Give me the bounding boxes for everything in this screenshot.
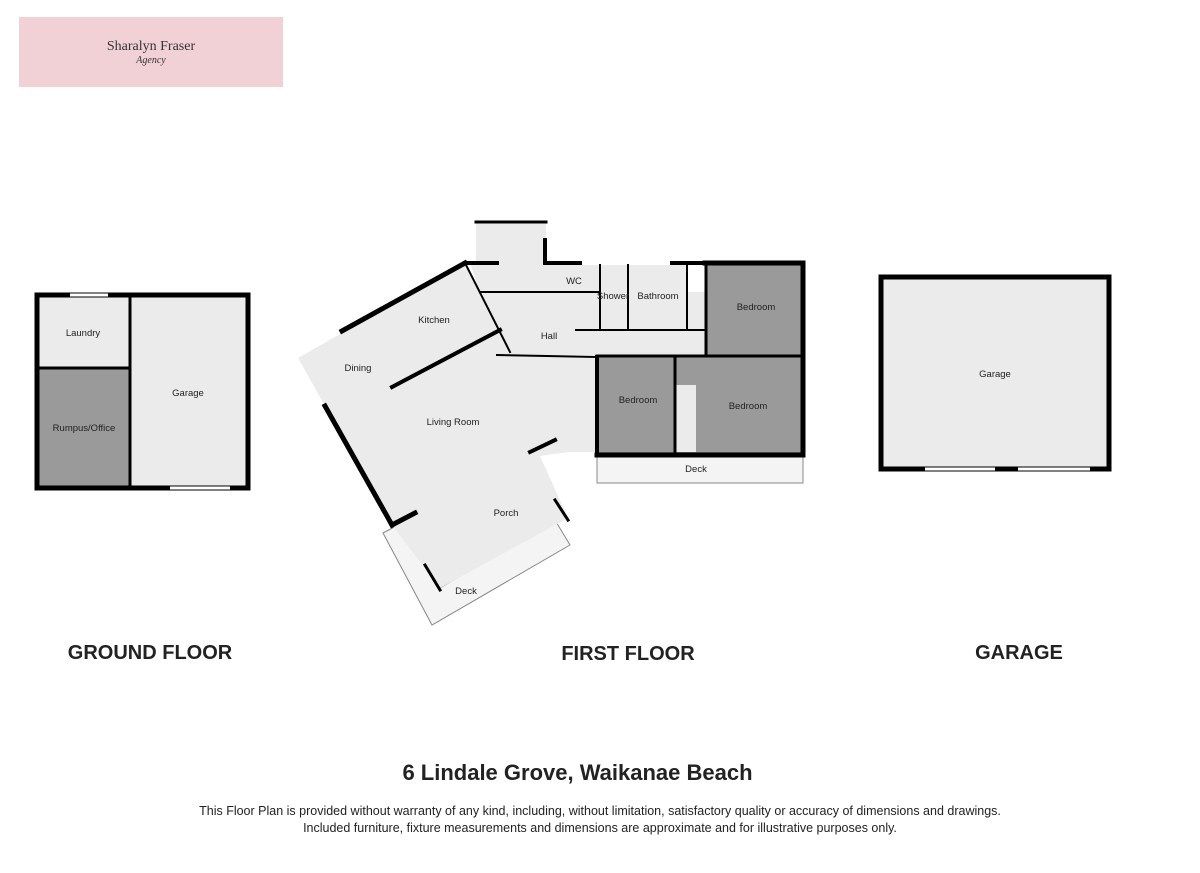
first-floor-plan: Kitchen Dining Living Room Porch Deck Ha…	[298, 220, 806, 626]
disclaimer-line: Included furniture, fixture measurements…	[303, 821, 897, 835]
room-label: Kitchen	[418, 315, 450, 326]
garage-plan: Garage	[878, 274, 1112, 472]
logo-subtitle: Agency	[136, 55, 166, 66]
room-label: Garage	[979, 369, 1011, 380]
room-garage	[878, 274, 1112, 472]
garage-title: GARAGE	[975, 642, 1063, 664]
logo-name: Sharalyn Fraser	[106, 39, 196, 54]
disclaimer: This Floor Plan is provided without warr…	[0, 803, 1200, 837]
walls	[321, 220, 806, 593]
room-garage-ground	[130, 295, 248, 488]
room-bathroom	[628, 265, 687, 330]
room-wc	[545, 265, 600, 292]
room-label: Garage	[172, 388, 204, 399]
room-shower	[600, 265, 628, 330]
room-bedroom-1	[706, 265, 803, 355]
room-living-area	[298, 263, 597, 588]
room-laundry	[37, 295, 130, 368]
room-label: Bedroom	[737, 302, 776, 313]
room-label: Porch	[494, 508, 519, 519]
room-label: Living Room	[427, 417, 480, 428]
room-label: Deck	[455, 586, 477, 597]
room-label: Shower	[597, 291, 629, 302]
room-label: WC	[566, 276, 582, 287]
bay	[476, 222, 546, 292]
room-label: Bedroom	[729, 401, 768, 412]
room-label: Bedroom	[619, 395, 658, 406]
room-label: Laundry	[66, 328, 101, 339]
room-rumpus-office	[37, 368, 130, 488]
ground-floor-title: GROUND FLOOR	[67, 642, 233, 664]
property-address: 6 Lindale Grove, Waikanae Beach	[402, 760, 753, 785]
disclaimer-line: This Floor Plan is provided without warr…	[199, 804, 1001, 818]
first-floor-title: FIRST FLOOR	[561, 643, 695, 665]
wardrobe	[676, 385, 696, 452]
room-label: Bathroom	[637, 291, 678, 302]
room-label: Dining	[345, 363, 372, 374]
ground-floor-plan: Laundry Rumpus/Office Garage	[34, 292, 251, 491]
room-label: Hall	[541, 331, 557, 342]
agency-logo: Sharalyn Fraser Agency	[19, 17, 283, 87]
room-bedroom-3	[675, 357, 803, 452]
room-label: Deck	[685, 464, 707, 475]
room-bedroom-2	[597, 357, 675, 452]
ground-outer-wall	[34, 292, 251, 491]
room-label: Rumpus/Office	[53, 423, 116, 434]
